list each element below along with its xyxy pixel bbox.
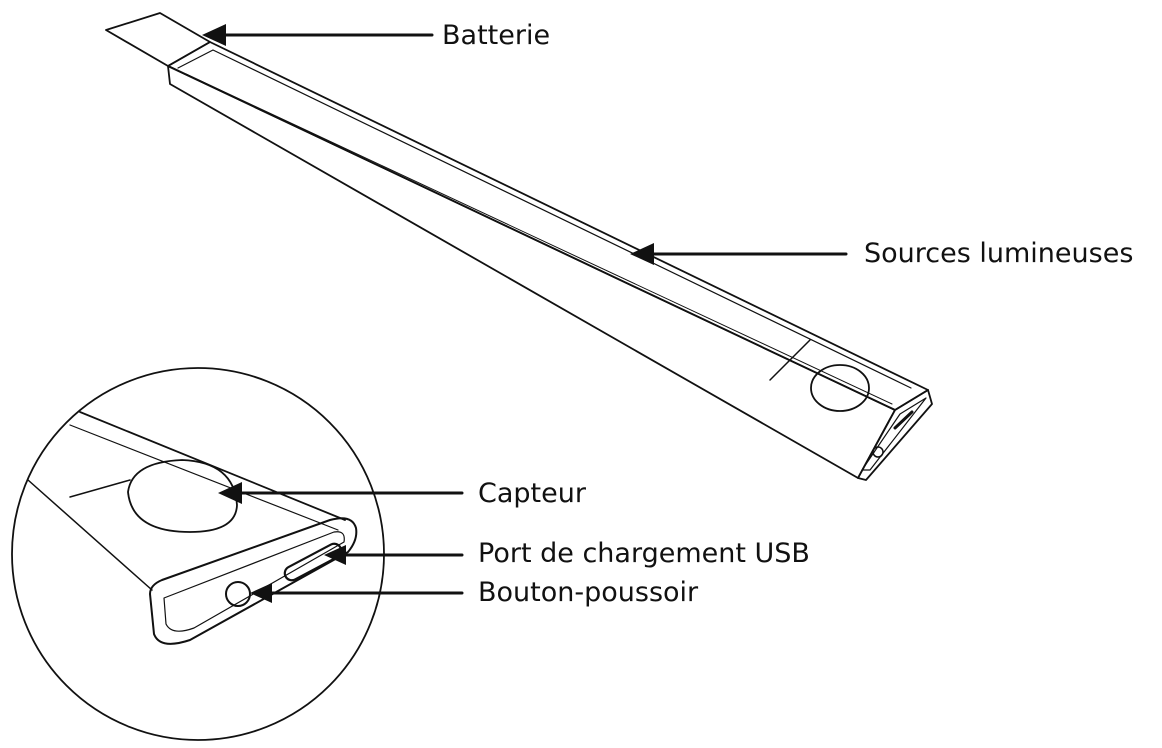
battery-arrowhead (202, 24, 226, 46)
zoom-push-button (225, 581, 251, 607)
leader-lines (202, 24, 848, 603)
zoom-sensor-dome (127, 459, 238, 533)
zoom-sensor-panel-edge (69, 479, 131, 498)
battery-tab (105, 12, 211, 67)
sensor-arrowhead (218, 482, 242, 504)
bar-end-button (872, 446, 884, 458)
light-strip-inner (185, 73, 893, 405)
usb-arrowhead (324, 545, 346, 565)
zoom-bar-front-edge (27, 479, 153, 591)
light-sources-label: Sources lumineuses (864, 238, 1134, 269)
light-strip (177, 49, 912, 389)
zoom-usb-port (283, 542, 343, 582)
sensor-label: Capteur (478, 478, 586, 509)
button-arrowhead (250, 583, 272, 603)
battery-label: Batterie (442, 20, 551, 51)
bar-front-face (167, 65, 896, 479)
zoom-end-face (149, 517, 358, 645)
sensor-panel-edge (769, 339, 811, 381)
bar-end-cap (857, 389, 933, 481)
bar-top-face (167, 41, 929, 411)
light-bar (105, 12, 933, 481)
bar-end-port (893, 410, 914, 430)
bar-end-cap-inner (861, 397, 927, 471)
zoom-bar-strip-edge (69, 424, 339, 531)
push-button-label: Bouton-poussoir (478, 577, 699, 608)
light-arrowhead (630, 243, 654, 265)
bar-sensor-dome (810, 364, 870, 412)
usb-port-label: Port de chargement USB (478, 538, 810, 569)
